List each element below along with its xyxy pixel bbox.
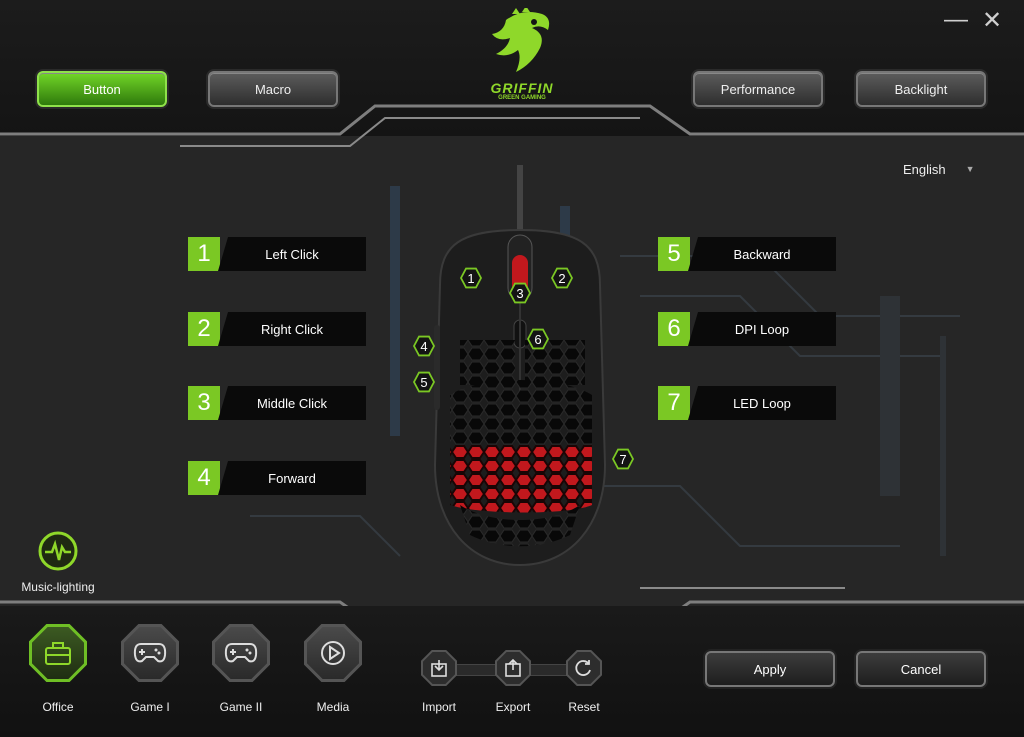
mapping-row-4[interactable]: 4 Forward xyxy=(188,461,366,495)
minimize-icon[interactable]: — xyxy=(944,6,968,33)
nav-button-tab[interactable]: Button xyxy=(37,71,167,107)
import-button[interactable]: Import xyxy=(409,650,469,714)
mapping-row-6[interactable]: 6 DPI Loop xyxy=(658,312,836,346)
mouse-marker-1[interactable]: 1 xyxy=(460,267,482,289)
mouse-marker-3[interactable]: 3 xyxy=(509,282,531,304)
tool-label: Reset xyxy=(568,700,600,714)
nav-backlight-tab[interactable]: Backlight xyxy=(856,71,986,107)
mouse-marker-4[interactable]: 4 xyxy=(413,335,435,357)
mapping-number: 2 xyxy=(188,312,220,346)
mode-label: Game I xyxy=(130,700,170,714)
cancel-button[interactable]: Cancel xyxy=(856,651,986,687)
mode-game-1[interactable]: Game I xyxy=(120,624,180,714)
nav-performance-tab[interactable]: Performance xyxy=(693,71,823,107)
mode-media[interactable]: Media xyxy=(303,624,363,714)
nav-macro-tab[interactable]: Macro xyxy=(208,71,338,107)
play-icon xyxy=(321,641,345,665)
mapping-label: DPI Loop xyxy=(688,312,836,346)
mouse-marker-7[interactable]: 7 xyxy=(612,448,634,470)
tool-label: Export xyxy=(495,700,531,714)
mode-label: Game II xyxy=(219,700,263,714)
mapping-label: Right Click xyxy=(218,312,366,346)
mouse-marker-5[interactable]: 5 xyxy=(413,371,435,393)
mouse-marker-2[interactable]: 2 xyxy=(551,267,573,289)
mapping-label: Forward xyxy=(218,461,366,495)
mapping-row-2[interactable]: 2 Right Click xyxy=(188,312,366,346)
mapping-label: Left Click xyxy=(218,237,366,271)
gamepad-icon xyxy=(224,643,258,663)
mapping-number: 6 xyxy=(658,312,690,346)
mouse-marker-6[interactable]: 6 xyxy=(527,328,549,350)
mapping-row-7[interactable]: 7 LED Loop xyxy=(658,386,836,420)
mapping-row-1[interactable]: 1 Left Click xyxy=(188,237,366,271)
music-lighting-toggle[interactable]: Music-lighting xyxy=(15,530,101,594)
export-icon xyxy=(505,658,521,677)
mode-game-2[interactable]: Game II xyxy=(211,624,271,714)
apply-button[interactable]: Apply xyxy=(705,651,835,687)
mapping-number: 4 xyxy=(188,461,220,495)
tool-label: Import xyxy=(421,700,456,714)
mapping-number: 1 xyxy=(188,237,220,271)
mapping-row-3[interactable]: 3 Middle Click xyxy=(188,386,366,420)
gamepad-icon xyxy=(133,643,167,663)
reset-button[interactable]: Reset xyxy=(554,650,614,714)
griffin-logo-icon xyxy=(492,6,550,72)
brand-logo: GRIFFIN GREEN GAMING xyxy=(482,6,562,103)
mapping-number: 5 xyxy=(658,237,690,271)
mouse-image xyxy=(433,165,607,567)
mode-label: Media xyxy=(316,700,350,714)
reset-icon xyxy=(575,660,591,676)
language-value: English xyxy=(903,161,946,177)
mapping-number: 7 xyxy=(658,386,690,420)
mapping-label: Backward xyxy=(688,237,836,271)
brand-name: GRIFFIN xyxy=(490,80,554,96)
toolbox-icon xyxy=(45,642,71,665)
close-icon[interactable]: ✕ xyxy=(982,7,1003,34)
mapping-row-5[interactable]: 5 Backward xyxy=(658,237,836,271)
music-lighting-label: Music-lighting xyxy=(21,580,95,594)
waveform-icon xyxy=(38,531,78,571)
mapping-number: 3 xyxy=(188,386,220,420)
export-button[interactable]: Export xyxy=(483,650,543,714)
language-select[interactable]: English ▼ xyxy=(903,160,983,178)
mode-office[interactable]: Office xyxy=(28,624,88,714)
mapping-label: Middle Click xyxy=(218,386,366,420)
mode-label: Office xyxy=(42,700,74,714)
import-icon xyxy=(431,660,447,677)
mapping-label: LED Loop xyxy=(688,386,836,420)
chevron-down-icon: ▼ xyxy=(965,164,975,174)
brand-tagline: GREEN GAMING xyxy=(498,95,546,101)
